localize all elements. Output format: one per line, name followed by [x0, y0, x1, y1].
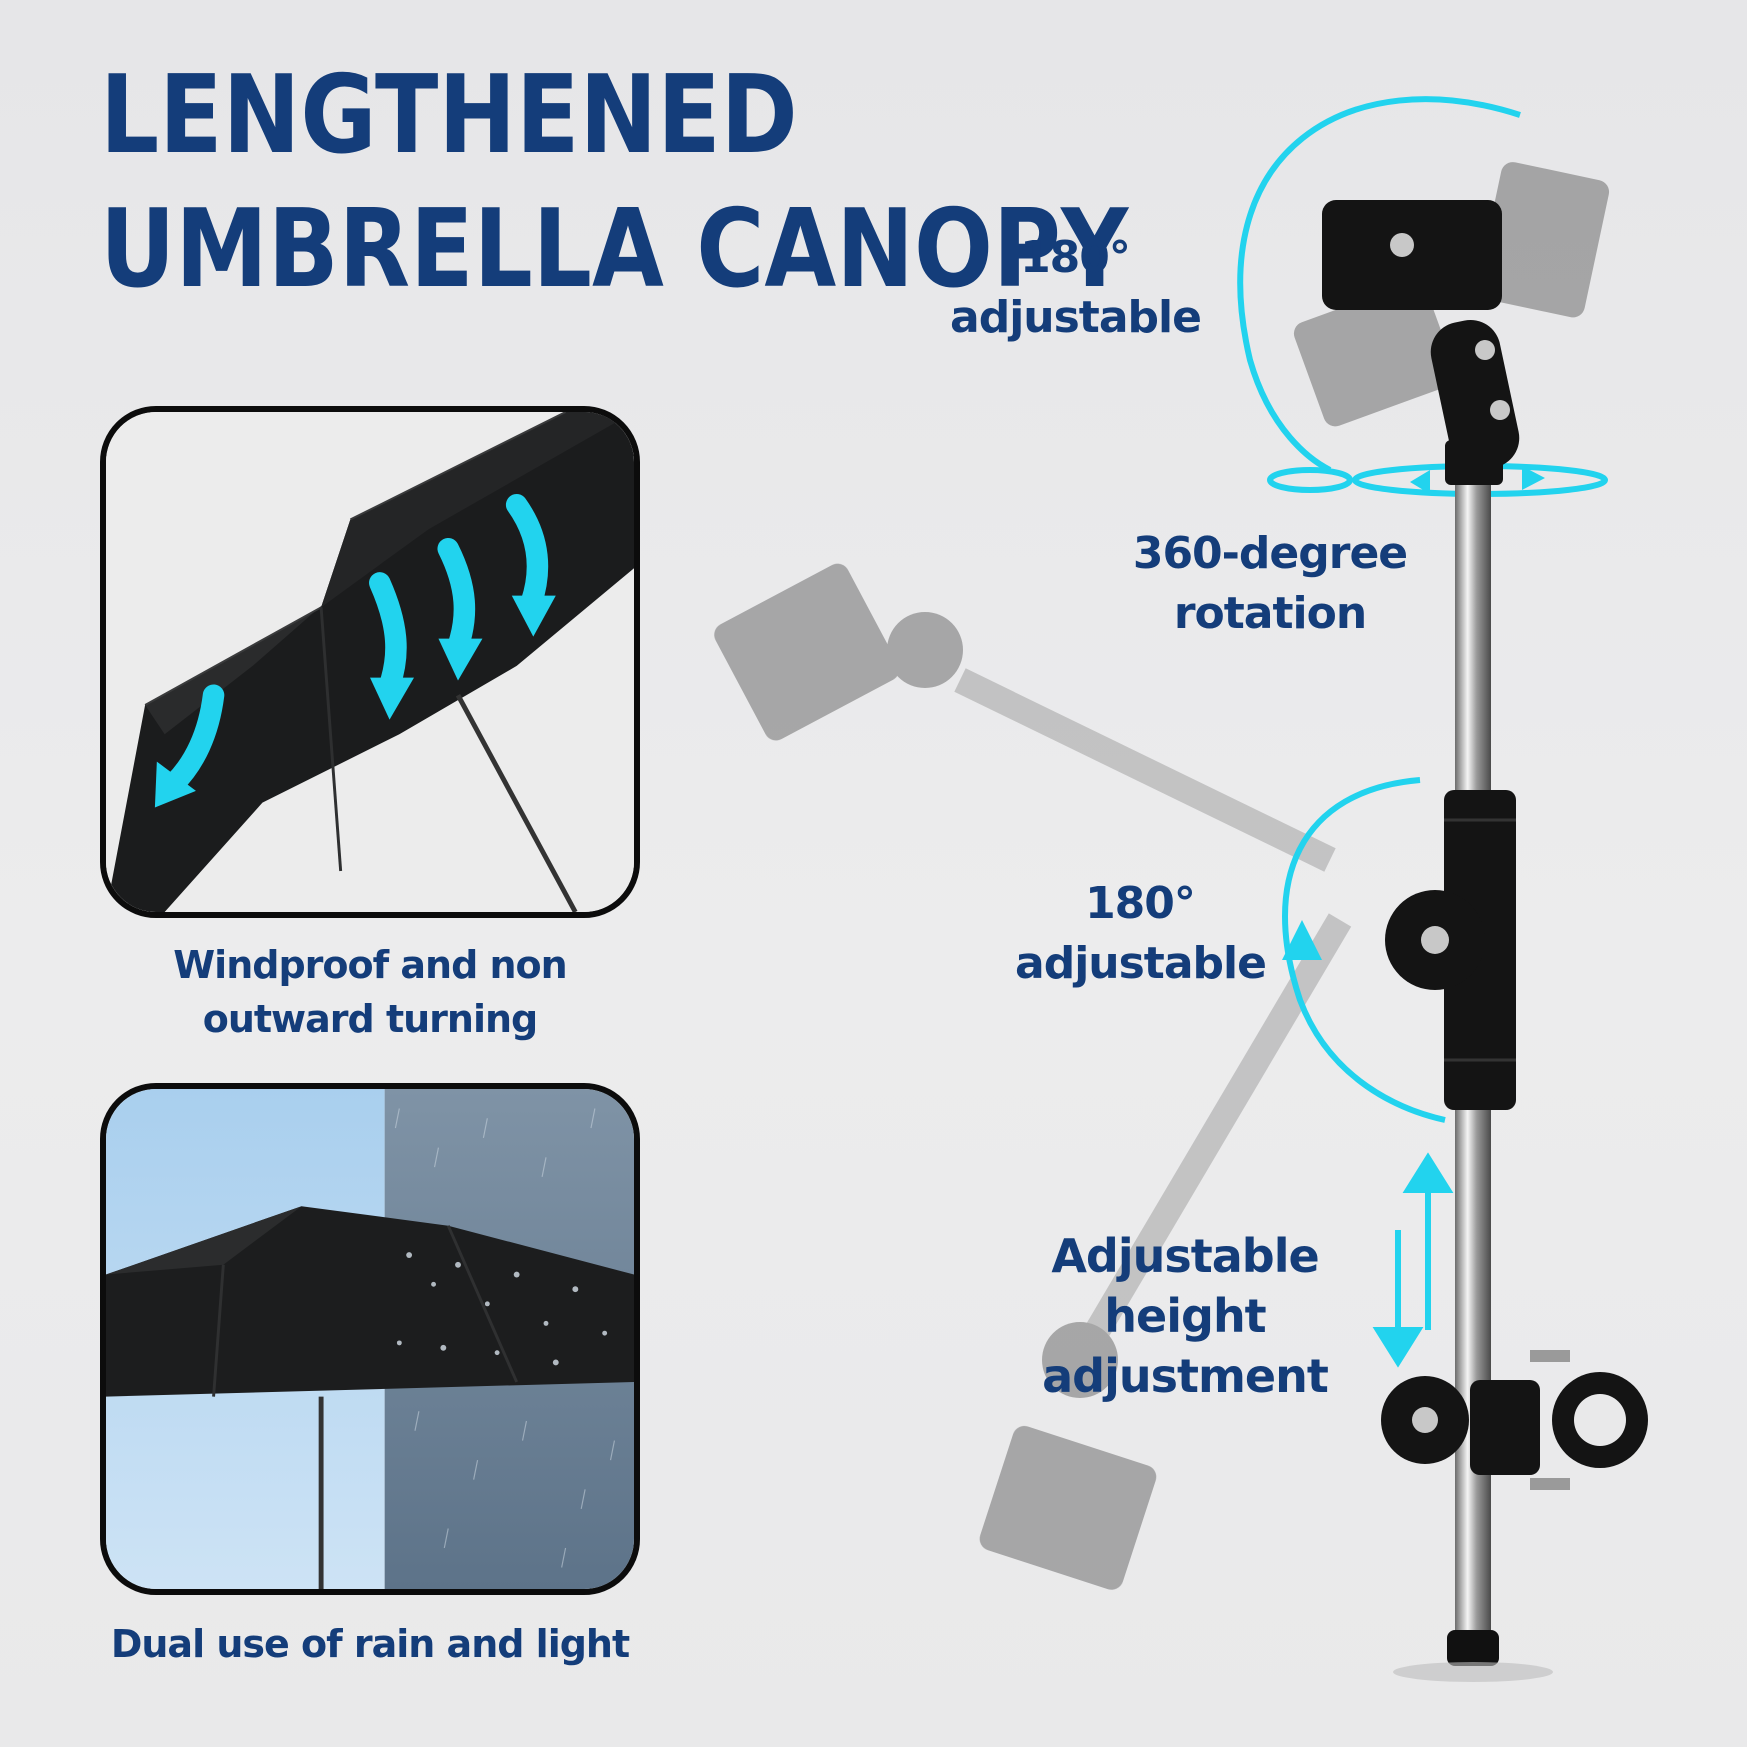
middle-adjustable-label: 180° adjustable	[1015, 878, 1267, 989]
windproof-caption: Windproof and non outward turning	[173, 943, 567, 1041]
rain-and-light-image	[100, 1083, 640, 1595]
top-adjustable-label: 180° adjustable	[950, 232, 1202, 343]
page-title: LENGTHENED UMBRELLA CANOPY	[100, 62, 1296, 304]
windproof-canopy-image	[100, 406, 640, 918]
rain-light-caption: Dual use of rain and light	[110, 1622, 630, 1666]
title-line-1: LENGTHENED	[100, 53, 798, 178]
height-adjustment-label: Adjustable height adjustment	[1042, 1229, 1329, 1403]
umbrella-holder-illustration	[714, 96, 1648, 1682]
rotation-label: 360-degree rotation	[1132, 528, 1408, 639]
title-line-2: UMBRELLA CANOPY	[100, 187, 1129, 312]
